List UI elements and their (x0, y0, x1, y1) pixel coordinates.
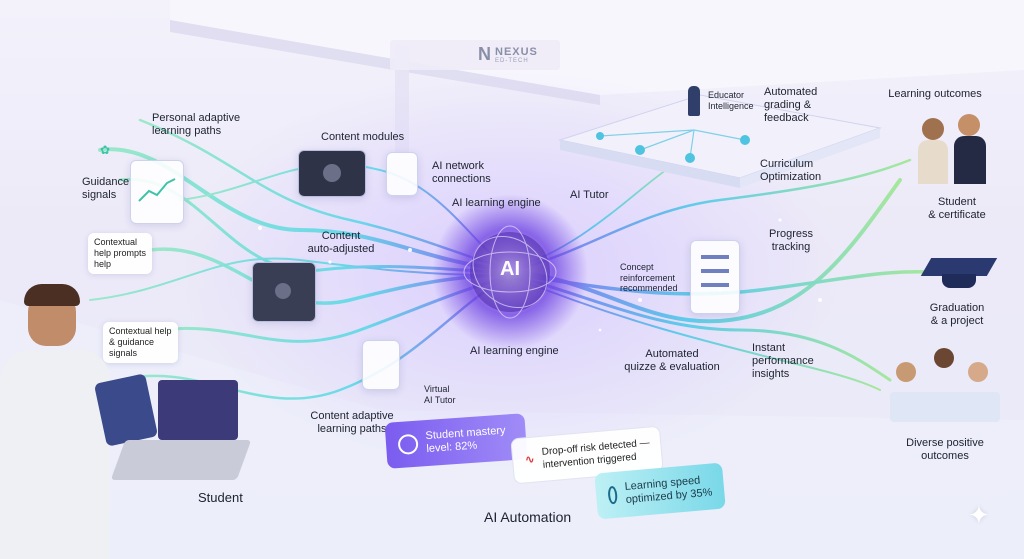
educator-figure (688, 86, 700, 116)
laptop-screen (158, 380, 238, 440)
label-student-certificate: Student & certificate (928, 196, 986, 221)
graduate-gown (954, 136, 986, 184)
document-icon-2 (362, 340, 400, 390)
content-video-card (298, 150, 366, 197)
nexus-logo-icon: N (478, 44, 491, 64)
ai-core-label: AI (500, 258, 520, 280)
trend-chart-icon (138, 178, 176, 202)
label-student: Student (198, 490, 243, 505)
document-icon (386, 152, 418, 196)
label-educator-intelligence: Educator Intelligence (708, 90, 754, 111)
label-ai-tutor: AI Tutor (570, 189, 609, 201)
label-curriculum-optimization: Curriculum Optimization (760, 158, 822, 183)
label-network-connections: AI network connections (432, 160, 491, 185)
play-icon-2 (275, 283, 291, 299)
label-content-auto-adjusted: Content auto-adjusted (307, 230, 375, 255)
label-concept-reinforcement: Concept reinforcement recommended (620, 262, 678, 293)
gauge-icon (607, 485, 619, 505)
student-shirt (0, 350, 110, 559)
label-ai-automation: AI Automation (484, 509, 572, 525)
label-personal-paths: Personal adaptive learning paths (152, 112, 241, 137)
student-illustration (0, 284, 185, 559)
laptop-base (110, 440, 252, 480)
label-automated-grading: Automated grading & feedback (764, 86, 818, 124)
team-table (890, 392, 1000, 422)
checklist-line-1 (701, 255, 729, 259)
label-virtual-tutor: Virtual AI Tutor (424, 384, 456, 405)
brand-name: NEXUS (495, 45, 538, 58)
ai-learning-engine-label-top: AI learning engine (452, 197, 541, 209)
play-icon (323, 164, 341, 182)
graduation-cap-icon (920, 252, 998, 292)
graduates-illustration (918, 110, 988, 186)
mastery-card: Student mastery level: 82% (384, 413, 528, 469)
label-guidance-signals: Guidance signals (82, 176, 130, 201)
dropoff-text: Drop-off risk detected — intervention tr… (541, 437, 651, 471)
bubble-contextual-guidance: Contextual help & guidance signals (103, 322, 178, 363)
graduate-head (958, 114, 980, 136)
person-body (918, 140, 948, 184)
label-content-modules: Content modules (321, 131, 405, 143)
label-progress-tracking: Progress tracking (768, 228, 814, 253)
bubble-contextual-prompts: Contextual help prompts help (88, 233, 153, 274)
speed-text: Learning speed optimized by 35% (624, 474, 713, 506)
ai-learning-engine-label-bottom: AI learning engine (470, 345, 559, 357)
checklist-card (690, 240, 740, 314)
team-illustration (890, 348, 1000, 424)
content-video-stack (252, 262, 316, 322)
user-icon (397, 433, 419, 456)
checklist-line-2 (701, 269, 729, 273)
team-head-2 (934, 348, 954, 368)
label-automated-quizzes: Automated quizze & evaluation (624, 348, 720, 373)
team-head-1 (896, 362, 916, 382)
sprout-icon: ✿ (100, 143, 111, 157)
brand-sub: ED-TECH (495, 57, 529, 64)
label-instant-insights: Instant performance insights (752, 342, 814, 380)
sparkle-icon: ✦ (968, 500, 990, 530)
label-learning-outcomes: Learning outcomes (888, 88, 982, 100)
label-content-adaptive-paths: Content adaptive learning paths (310, 410, 394, 435)
mastery-text: Student mastery level: 82% (425, 424, 506, 456)
checklist-line-3 (701, 283, 729, 287)
heartbeat-icon: ∿ (524, 453, 535, 466)
label-diverse-outcomes: Diverse positive outcomes (906, 437, 984, 462)
team-head-3 (968, 362, 988, 382)
student-hair (24, 284, 80, 306)
label-graduation-project: Graduation & a project (929, 302, 985, 327)
person-head (922, 118, 944, 140)
guidance-chart-card (130, 160, 184, 224)
brand-sign: N NEXUS ED-TECH (478, 44, 538, 65)
cap-base (942, 274, 976, 288)
